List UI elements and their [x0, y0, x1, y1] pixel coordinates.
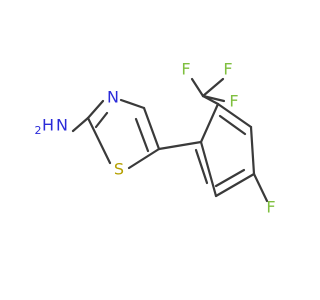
- bond-c2-n3-double: [94, 111, 109, 129]
- bond-s1-c2: [86, 116, 112, 165]
- bond-c5-phenyl: [157, 140, 203, 151]
- amine-h-label: H: [42, 116, 54, 135]
- bond-ph-4-5-double: [214, 168, 246, 188]
- aryl-fluorine-label: F: [266, 198, 275, 217]
- bond-ph-5-6: [199, 140, 218, 198]
- bond-ph-1-2: [199, 102, 220, 144]
- structure-diagram: N H 2 N S F F F F: [35, 60, 276, 217]
- cf3-fluorine-2-label: F: [223, 60, 232, 79]
- amine-subscript-label: 2: [35, 124, 42, 137]
- molecule-canvas: N H 2 N S F F F F: [35, 60, 276, 217]
- bonds: [71, 77, 269, 203]
- atom-labels: N H 2 N S F F F F: [35, 60, 276, 217]
- bond-c2-nh2: [71, 116, 90, 133]
- bond-ph-4-5: [214, 172, 256, 198]
- bond-c4-c5-double: [134, 117, 150, 153]
- bond-c4-c5: [142, 106, 161, 151]
- bond-n3-c4: [119, 98, 146, 110]
- bond-c2-n3: [86, 99, 105, 120]
- bond-ph-2-3-double: [218, 114, 247, 136]
- bond-cf3-f3: [201, 94, 226, 103]
- bond-cf3-f2: [201, 77, 225, 98]
- amine-n-label: N: [56, 116, 68, 135]
- bond-cf3-f1: [190, 77, 205, 98]
- cf3-fluorine-1-label: F: [181, 60, 190, 79]
- ring-sulfur-label: S: [114, 160, 124, 179]
- bond-ph-5-6-double: [194, 148, 209, 185]
- bond-ph-3-4: [249, 125, 256, 176]
- cf3-fluorine-3-label: F: [229, 92, 238, 111]
- bond-ph-f: [252, 172, 269, 203]
- ring-nitrogen-label: N: [107, 88, 119, 107]
- bond-ph-2-3: [216, 102, 253, 129]
- bond-c5-s1: [127, 147, 161, 170]
